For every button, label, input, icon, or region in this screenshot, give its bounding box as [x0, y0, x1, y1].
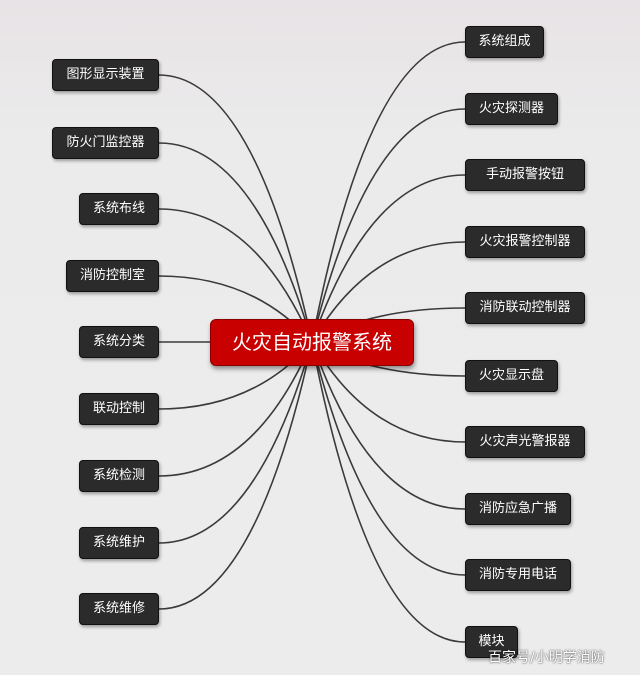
left-link-3 — [158, 208, 313, 343]
right-link-3 — [311, 174, 466, 343]
right-node-5[interactable]: 消防联动控制器 — [465, 292, 585, 324]
right-link-1 — [311, 41, 466, 343]
right-node-6[interactable]: 火灾显示盘 — [465, 360, 558, 392]
left-link-1 — [158, 74, 313, 343]
left-link-9 — [158, 341, 313, 610]
left-link-8 — [158, 341, 313, 544]
right-link-10 — [311, 341, 466, 643]
right-node-7[interactable]: 火灾声光警报器 — [465, 426, 585, 458]
right-node-4[interactable]: 火灾报警控制器 — [465, 226, 585, 258]
left-node-8[interactable]: 系统维护 — [79, 527, 159, 559]
left-node-5[interactable]: 系统分类 — [79, 326, 159, 358]
left-node-6[interactable]: 联动控制 — [79, 393, 159, 425]
central-topic[interactable]: 火灾自动报警系统 — [210, 319, 414, 366]
right-node-9[interactable]: 消防专用电话 — [465, 559, 571, 591]
right-link-9 — [311, 341, 466, 576]
right-node-10[interactable]: 模块 — [465, 626, 518, 658]
right-link-2 — [311, 108, 466, 343]
right-node-8[interactable]: 消防应急广播 — [465, 493, 571, 525]
right-node-3[interactable]: 手动报警按钮 — [465, 159, 585, 191]
watermark: 百家号/小明学消防 — [488, 650, 605, 666]
left-node-1[interactable]: 图形显示装置 — [52, 59, 159, 91]
right-node-1[interactable]: 系统组成 — [465, 26, 544, 58]
left-node-9[interactable]: 系统维修 — [79, 593, 159, 625]
left-node-4[interactable]: 消防控制室 — [66, 260, 159, 292]
left-node-3[interactable]: 系统布线 — [79, 193, 159, 225]
right-node-2[interactable]: 火灾探测器 — [465, 93, 558, 125]
left-node-7[interactable]: 系统检测 — [79, 460, 159, 492]
left-link-2 — [158, 142, 313, 343]
left-node-2[interactable]: 防火门监控器 — [52, 127, 159, 159]
right-link-8 — [311, 341, 466, 510]
left-link-7 — [158, 341, 313, 477]
